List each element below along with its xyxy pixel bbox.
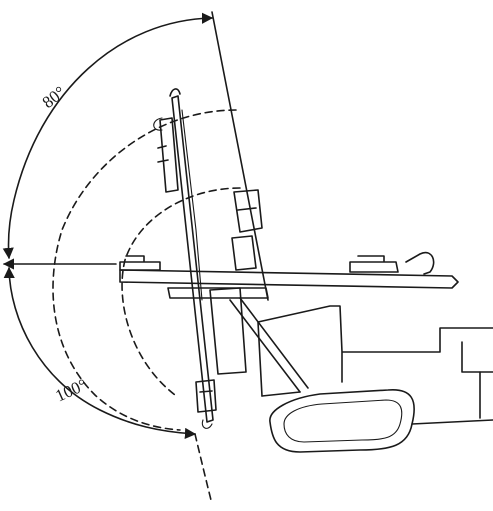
rotation-arcs xyxy=(2,12,214,501)
vertical-boom-drifter xyxy=(157,117,179,193)
mount-lower-column xyxy=(209,287,247,375)
vertical-boom-bottom-tip xyxy=(201,419,213,429)
rotation-axis-line xyxy=(211,11,269,301)
carrier-vehicle xyxy=(257,305,493,453)
horizontal-boom xyxy=(119,251,459,299)
mount-middle-bracket xyxy=(231,235,257,271)
diagonal-strut xyxy=(229,297,309,393)
horizontal-boom-front-drifter xyxy=(119,255,161,271)
carrier-rear-frame xyxy=(261,371,493,425)
inner-swing-arc xyxy=(121,187,241,396)
strut-line-b xyxy=(239,297,309,389)
arc-100-degrees xyxy=(3,266,197,440)
strut-line-a xyxy=(229,299,301,393)
vertical-boom-lower-block xyxy=(195,379,217,413)
carrier-track-inner xyxy=(283,399,403,443)
mount-upper-bracket xyxy=(233,189,263,233)
arc-dashed-extension xyxy=(194,433,212,501)
vertical-boom-top-tip xyxy=(169,88,181,97)
angle-label-80: 80° xyxy=(39,82,69,112)
vertical-boom-body xyxy=(171,95,214,423)
horizontal-boom-body xyxy=(119,269,459,289)
vertical-boom xyxy=(153,88,217,429)
vertical-boom-hook xyxy=(153,117,163,131)
swing-path-arcs xyxy=(52,109,241,431)
boom-mount xyxy=(209,189,263,375)
carrier-body xyxy=(257,305,493,397)
arc-80-degrees xyxy=(2,12,214,260)
horizontal-boom-end-hook xyxy=(405,251,435,275)
vertical-boom-inner-rail xyxy=(181,109,203,301)
outer-swing-arc xyxy=(52,109,237,431)
horizontal-boom-rear-drifter xyxy=(349,255,399,273)
carrier-track-outline xyxy=(269,389,415,453)
horizontal-boom-support xyxy=(167,287,269,299)
